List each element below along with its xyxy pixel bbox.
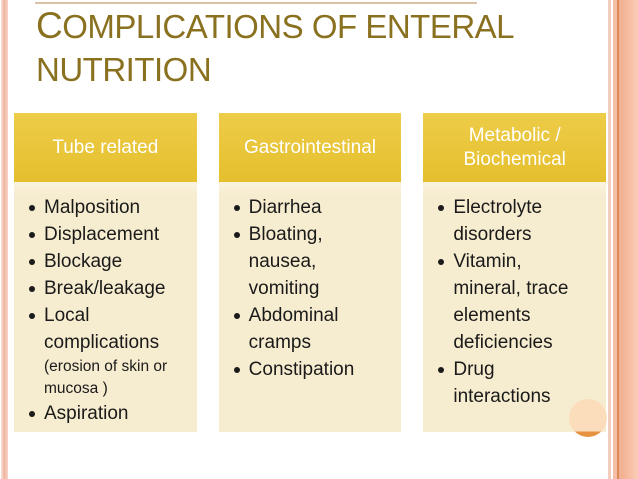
columns-row: Tube related Malposition Displacement Bl…	[14, 113, 607, 432]
list-item: Constipation	[229, 356, 396, 383]
bullet-icon	[29, 411, 35, 417]
bullet-icon	[29, 232, 35, 238]
list-item-note: (erosion of skin or mucosa )	[44, 358, 168, 397]
list-item: Abdominal cramps	[229, 302, 396, 356]
list-item-label: Vitamin, mineral, trace elements deficie…	[453, 251, 569, 353]
column-metabolic-biochemical: Metabolic / Biochemical Electrolyte diso…	[423, 113, 607, 432]
list-item-label: Malposition	[44, 197, 141, 218]
list-item-label: Electrolyte disorders	[453, 197, 543, 245]
list-item-label: Abdominal cramps	[248, 305, 339, 353]
list-item: Blockage	[24, 248, 191, 275]
list-item-label: Blockage	[44, 251, 123, 272]
list-item: Local complications (erosion of skin or m…	[24, 302, 191, 400]
bullet-icon	[233, 232, 240, 238]
list-item-label: Drug interactions	[453, 359, 551, 407]
list-item-label: Bloating, nausea, vomiting	[248, 224, 323, 299]
slide-title: COMPLICATIONS OF ENTERAL NUTRITION	[36, 5, 513, 88]
column-header: Tube related	[14, 113, 197, 182]
list-item-label: Break/leakage	[44, 278, 166, 299]
bullet-icon	[29, 313, 35, 319]
right-border-stripes	[607, 0, 638, 479]
bullet-list: Electrolyte disorders Vitamin, mineral, …	[433, 194, 600, 410]
bullet-icon	[233, 205, 240, 211]
column-tube-related: Tube related Malposition Displacement Bl…	[14, 113, 197, 432]
column-header: Metabolic / Biochemical	[423, 113, 607, 182]
bullet-list: Diarrhea Bloating, nausea, vomiting Abdo…	[229, 194, 396, 383]
left-border-stripe	[1, 0, 8, 479]
column-body: Diarrhea Bloating, nausea, vomiting Abdo…	[218, 182, 402, 432]
bullet-icon	[29, 259, 35, 265]
list-item: Displacement	[24, 221, 191, 248]
bullet-icon	[438, 205, 445, 211]
column-body: Malposition Displacement Blockage Break/…	[14, 182, 197, 432]
bullet-icon	[29, 286, 35, 292]
bullet-icon	[233, 367, 240, 373]
column-body: Electrolyte disorders Vitamin, mineral, …	[423, 182, 607, 432]
column-gastrointestinal: Gastrointestinal Diarrhea Bloating, naus…	[218, 113, 402, 432]
list-item: Malposition	[24, 194, 191, 221]
list-item-label: Aspiration	[44, 403, 129, 424]
list-item-label: Diarrhea	[248, 197, 322, 218]
bullet-icon	[29, 205, 35, 211]
bullet-icon	[438, 259, 445, 265]
bullet-list: Malposition Displacement Blockage Break/…	[24, 194, 191, 427]
list-item: Aspiration	[24, 400, 191, 427]
column-header: Gastrointestinal	[218, 113, 402, 182]
list-item-label: Constipation	[248, 359, 355, 380]
list-item: Electrolyte disorders	[433, 194, 600, 248]
list-item: Bloating, nausea, vomiting	[229, 221, 396, 302]
title-top-rule	[35, 2, 477, 4]
bullet-icon	[438, 367, 445, 373]
list-item-label: Displacement	[44, 224, 160, 245]
bullet-icon	[233, 313, 240, 319]
list-item: Drug interactions	[433, 356, 600, 410]
list-item: Break/leakage	[24, 275, 191, 302]
decorative-circle	[569, 399, 607, 437]
list-item: Vitamin, mineral, trace elements deficie…	[433, 248, 600, 356]
list-item-label: Local complications	[44, 305, 160, 353]
list-item: Diarrhea	[229, 194, 396, 221]
